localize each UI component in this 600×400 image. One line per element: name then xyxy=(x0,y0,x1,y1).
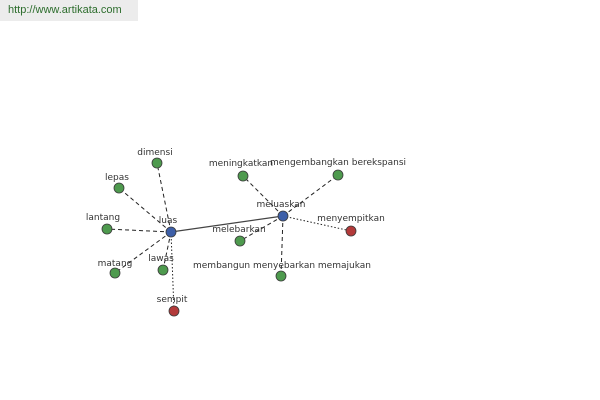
labels-layer: luas dimensi lepas lantang matang lawas sempit… xyxy=(86,148,406,305)
node-label-meluaskan[interactable]: meluaskan xyxy=(257,200,306,210)
edge-luas-meluaskan xyxy=(170,215,284,233)
edge-meluaskan-mengembangkan xyxy=(282,174,339,217)
edge-luas-lepas xyxy=(118,187,172,233)
edge-luas-lawas xyxy=(162,231,172,271)
node-membangun[interactable] xyxy=(275,270,287,282)
node-label-meningkatkan[interactable]: meningkatkan xyxy=(209,159,273,169)
node-lantang[interactable] xyxy=(101,223,113,235)
node-label-menyempitkan[interactable]: menyempitkan xyxy=(317,214,385,224)
edge-luas-lantang xyxy=(106,228,172,233)
edge-meluaskan-melebarkan xyxy=(239,215,284,242)
node-label-matang[interactable]: matang xyxy=(98,259,133,269)
node-lawas[interactable] xyxy=(157,264,169,276)
node-label-dimensi[interactable]: dimensi xyxy=(137,148,172,158)
edge-meluaskan-menyempitkan xyxy=(282,215,352,232)
node-menyempitkan[interactable] xyxy=(345,225,357,237)
node-label-mengembangkan[interactable]: mengembangkan berekspansi xyxy=(270,158,406,168)
edge-meluaskan-membangun xyxy=(280,215,284,277)
edge-meluaskan-meningkatkan xyxy=(242,175,284,217)
node-label-sempit[interactable]: sempit xyxy=(157,295,188,305)
source-link-bar: http://www.artikata.com xyxy=(0,0,138,21)
node-meluaskan[interactable] xyxy=(277,210,289,222)
edge-luas-dimensi xyxy=(156,162,172,233)
edges-layer xyxy=(106,162,352,312)
node-dimensi[interactable] xyxy=(151,157,163,169)
nodes-layer xyxy=(101,157,357,317)
node-melebarkan[interactable] xyxy=(234,235,246,247)
node-label-lantang[interactable]: lantang xyxy=(86,213,120,223)
node-meningkatkan[interactable] xyxy=(237,170,249,182)
node-label-melebarkan[interactable]: melebarkan xyxy=(212,225,266,235)
node-label-luas[interactable]: luas xyxy=(159,216,178,226)
edge-luas-matang xyxy=(114,231,172,274)
edge-luas-sempit xyxy=(170,231,175,312)
node-label-membangun[interactable]: membangun menyebarkan memajukan xyxy=(193,261,371,271)
node-label-lawas[interactable]: lawas xyxy=(148,254,174,264)
node-lepas[interactable] xyxy=(113,182,125,194)
source-link[interactable]: http://www.artikata.com xyxy=(8,4,122,16)
node-mengembangkan[interactable] xyxy=(332,169,344,181)
node-sempit[interactable] xyxy=(168,305,180,317)
node-luas[interactable] xyxy=(165,226,177,238)
node-label-lepas[interactable]: lepas xyxy=(105,173,129,183)
node-matang[interactable] xyxy=(109,267,121,279)
